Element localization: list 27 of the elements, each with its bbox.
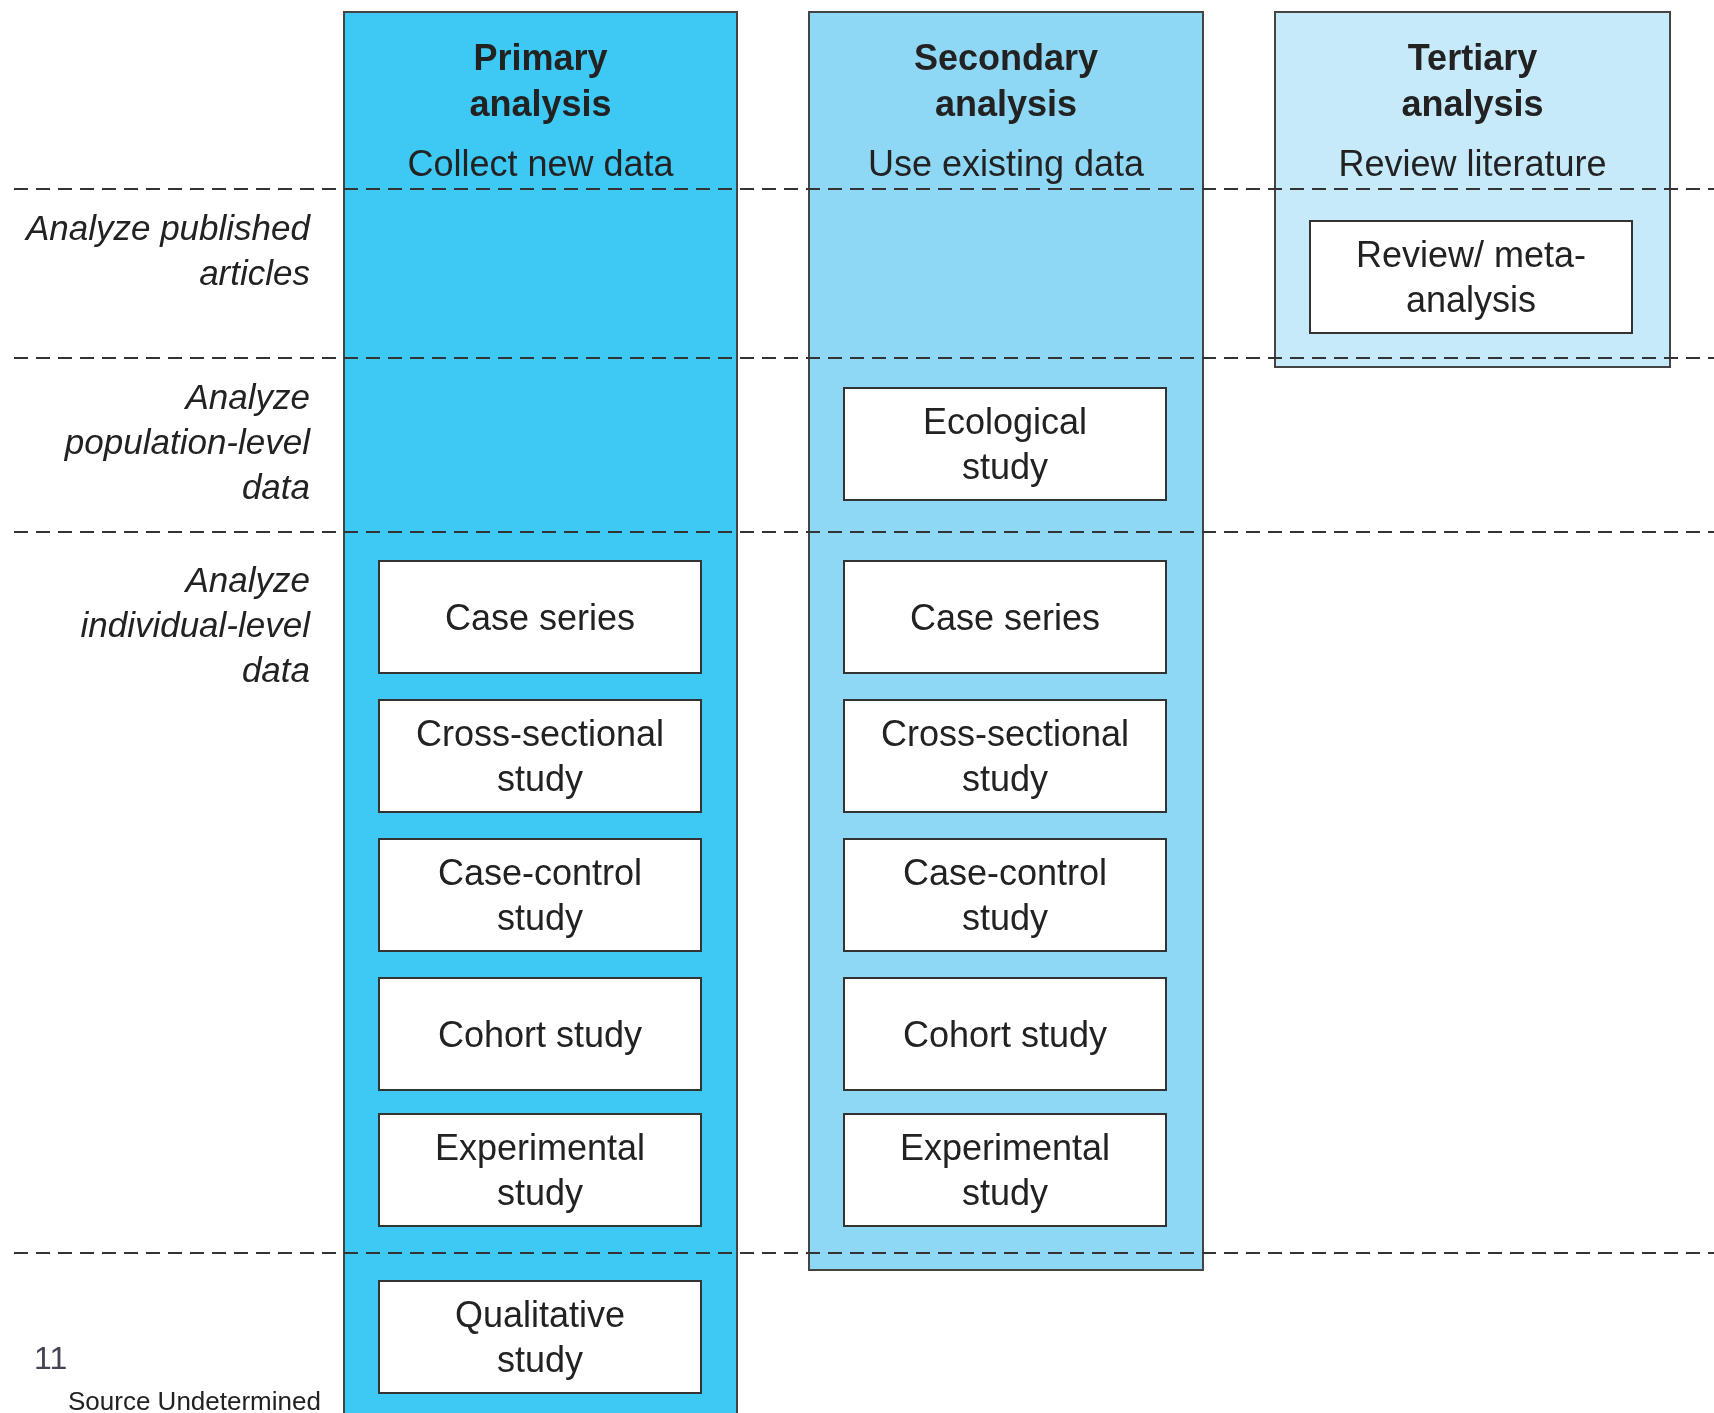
row-label: Analyze published articles [23, 207, 310, 294]
study-box: Experimental study [378, 1113, 702, 1227]
column-heading: Primary analysis [468, 36, 613, 126]
column-panel [808, 11, 1204, 1271]
study-box: Qualitative study [378, 1280, 702, 1394]
row-label: Analyze population-level data [63, 376, 310, 508]
column-subheading: Use existing data [866, 142, 1146, 186]
study-box: Case-control study [843, 838, 1167, 952]
row-label: Analyze individual-level data [79, 559, 310, 691]
study-box: Case series [378, 560, 702, 674]
source-note: Source Undetermined [68, 1388, 321, 1413]
study-box: Cohort study [843, 977, 1167, 1091]
page-number: 11 [34, 1340, 68, 1377]
column-heading: Secondary analysis [912, 36, 1100, 126]
column-panel [1274, 11, 1671, 368]
study-box: Case-control study [378, 838, 702, 952]
column-heading: Tertiary analysis [1400, 36, 1545, 126]
column-subheading: Collect new data [406, 142, 675, 186]
study-box: Cohort study [378, 977, 702, 1091]
column-subheading: Review literature [1337, 142, 1608, 186]
study-box: Ecological study [843, 387, 1167, 501]
study-box: Review/ meta-analysis [1309, 220, 1633, 334]
study-box: Experimental study [843, 1113, 1167, 1227]
study-box: Case series [843, 560, 1167, 674]
study-box: Cross-sectional study [378, 699, 702, 813]
study-box: Cross-sectional study [843, 699, 1167, 813]
column-panel [343, 11, 738, 1413]
